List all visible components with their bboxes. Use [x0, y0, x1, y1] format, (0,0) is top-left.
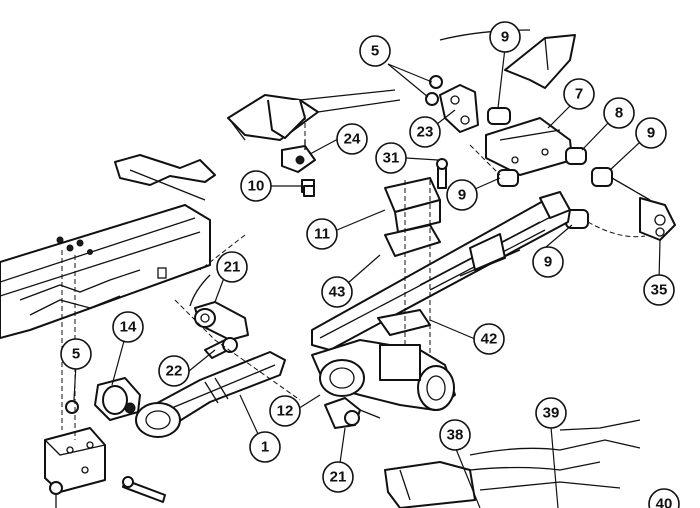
- shock-lower: [324, 397, 381, 429]
- callout-label: 1: [261, 439, 269, 456]
- shock-upper: [189, 274, 249, 341]
- callout-9: 9: [446, 179, 478, 211]
- leader-lines: [73, 47, 661, 508]
- callout-14: 14: [112, 311, 144, 343]
- callout-label: 42: [481, 331, 498, 348]
- callout-label: 35: [651, 282, 668, 299]
- callout-label: 9: [501, 29, 509, 46]
- callout-label: 38: [447, 427, 464, 444]
- callout-40: 40: [648, 488, 680, 508]
- frame-rail: [0, 154, 216, 339]
- callout-8: 8: [603, 97, 635, 129]
- callout-5: 5: [359, 35, 391, 67]
- callout-9: 9: [532, 246, 564, 278]
- callout-10: 10: [240, 170, 272, 202]
- callout-1: 1: [249, 431, 281, 463]
- callout-label: 5: [72, 346, 80, 363]
- callout-5: 5: [60, 338, 92, 370]
- callout-label: 22: [166, 363, 183, 380]
- shackle-assembly: [439, 84, 676, 241]
- callout-42: 42: [473, 323, 505, 355]
- callout-label: 21: [224, 259, 241, 276]
- callout-label: 11: [314, 226, 330, 243]
- spacer-stack: [377, 158, 448, 380]
- callout-label: 9: [647, 125, 655, 142]
- callout-label: 9: [458, 187, 466, 204]
- callout-22: 22: [158, 355, 190, 387]
- leaf-spring-right: [311, 191, 571, 351]
- lower-left-bracket: [44, 427, 166, 508]
- callout-35: 35: [643, 274, 675, 306]
- callout-label: 23: [417, 124, 434, 141]
- callout-23: 23: [409, 116, 441, 148]
- mount-bracket: [281, 140, 316, 193]
- leaf-spring-left: [135, 351, 286, 438]
- callout-21: 21: [322, 461, 354, 493]
- callout-12: 12: [269, 395, 301, 427]
- frame-horn: [439, 29, 576, 89]
- callout-label: 5: [371, 43, 379, 60]
- callout-label: 14: [120, 319, 137, 336]
- callout-label: 10: [248, 178, 265, 195]
- callout-9: 9: [635, 117, 667, 149]
- crossmember-bracket: [227, 89, 401, 141]
- callout-label: 31: [383, 150, 400, 167]
- callout-label: 8: [615, 105, 623, 122]
- callout-11: 11: [306, 218, 338, 250]
- axle-housing: [311, 339, 456, 411]
- callout-label: 43: [329, 284, 346, 301]
- callout-label: 39: [543, 405, 560, 422]
- callout-label: 40: [656, 496, 673, 508]
- callout-label: 24: [344, 131, 361, 148]
- callout-39: 39: [535, 397, 567, 429]
- callout-38: 38: [439, 419, 471, 451]
- callout-21: 21: [216, 251, 248, 283]
- callout-9: 9: [489, 21, 521, 53]
- callout-label: 21: [330, 469, 347, 486]
- callout-7: 7: [563, 78, 595, 110]
- bolt-22: [204, 337, 238, 359]
- callout-24: 24: [336, 123, 368, 155]
- front-hanger: [94, 377, 141, 421]
- callout-label: 12: [277, 403, 294, 420]
- callout-43: 43: [321, 276, 353, 308]
- callout-label: 9: [544, 254, 552, 271]
- callout-label: 7: [575, 86, 583, 103]
- floor-section: [384, 419, 641, 508]
- callouts: 5 9 7 8 9 24 23 31 10 9 11 9 21 43 35 14…: [60, 21, 680, 508]
- callout-31: 31: [375, 142, 407, 174]
